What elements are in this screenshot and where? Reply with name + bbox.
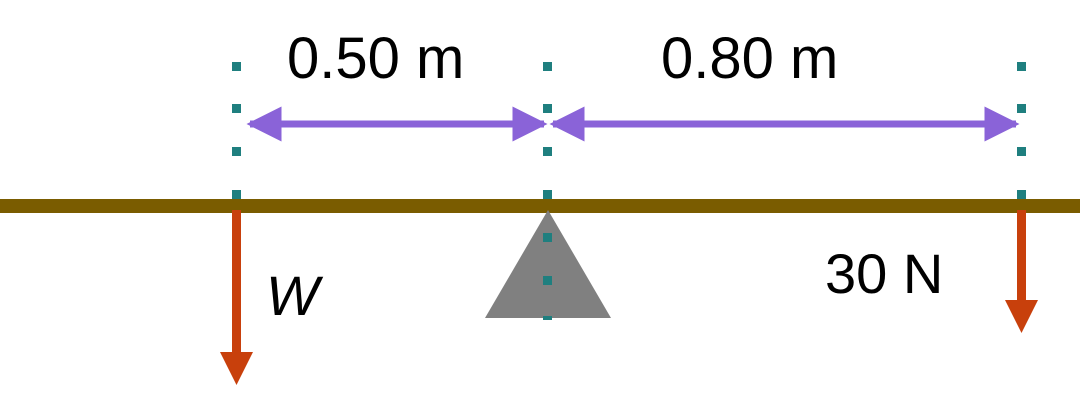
fulcrum [485, 210, 611, 318]
left-force-label: W [266, 264, 319, 327]
right-force-label: 30 N [825, 242, 944, 305]
left-force-arrow [220, 210, 253, 385]
left-distance-label: 0.50 m [287, 26, 465, 91]
right-force-arrow [1005, 210, 1038, 333]
right-distance-label: 0.80 m [661, 26, 839, 91]
beam [0, 199, 1080, 213]
guide-line-center [543, 62, 552, 320]
guide-line-right [1017, 62, 1026, 199]
guide-line-left [232, 62, 241, 199]
